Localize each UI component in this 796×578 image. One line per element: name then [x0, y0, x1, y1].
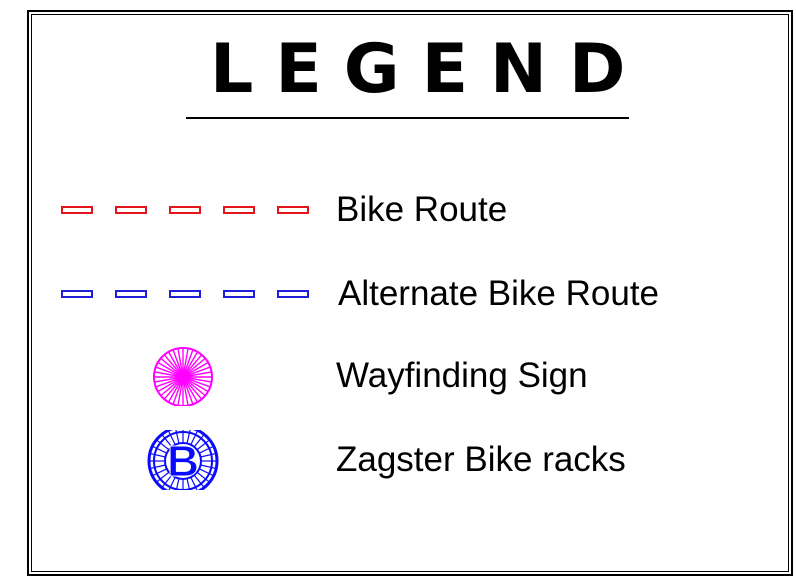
blue-bike-wheel-b-icon: B [147, 430, 219, 490]
legend-frame [27, 10, 793, 576]
magenta-sunburst-icon [153, 347, 213, 406]
legend-item-zagster-bike-racks: B Zagster Bike racks [40, 430, 760, 490]
legend-label-bike-route: Bike Route [336, 190, 508, 229]
legend-frame-inner [31, 14, 789, 572]
red-dashed-line-icon [61, 206, 309, 214]
legend-title: LEGEND [210, 30, 648, 109]
red-dashed-line-symbol [40, 180, 330, 240]
title-underline [186, 117, 629, 119]
blue-dashed-line-icon [61, 290, 309, 298]
blue-dashed-line-symbol [40, 264, 330, 324]
legend-item-alternate-bike-route: Alternate Bike Route [40, 264, 760, 324]
zagster-bike-racks-symbol: B [40, 430, 330, 490]
svg-text:B: B [167, 437, 199, 486]
legend-label-wayfinding-sign: Wayfinding Sign [336, 356, 588, 395]
wayfinding-sign-symbol [40, 346, 330, 406]
legend-item-wayfinding-sign: Wayfinding Sign [40, 346, 760, 406]
legend-label-zagster-bike-racks: Zagster Bike racks [336, 440, 626, 479]
legend-item-bike-route: Bike Route [40, 180, 760, 240]
legend-label-alternate-bike-route: Alternate Bike Route [338, 274, 660, 313]
